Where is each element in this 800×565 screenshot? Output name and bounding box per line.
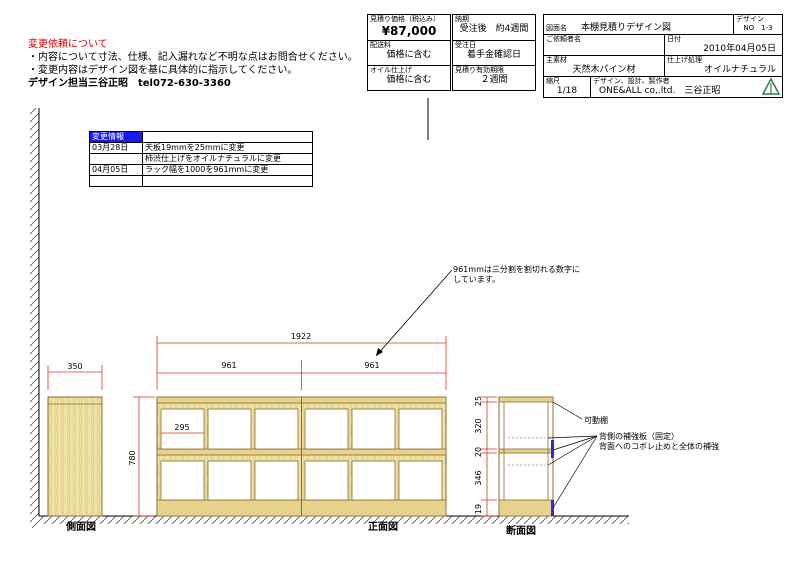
change-log-row: 04月05日ラック幅を1000を961mmに変更 — [89, 164, 313, 176]
delivery-value: 受注後 約4週間 — [459, 24, 529, 34]
annotation-arrowhead — [376, 348, 383, 356]
design-no-label: デザイン — [736, 15, 764, 23]
annotation-line-2: しています。 — [453, 275, 500, 284]
movable-shelf-note: 可動棚 — [584, 416, 608, 425]
change-log-table: 変更情報 03月28日天板19mmを25mmに変更 柿渋仕上げをオイルナチュラル… — [89, 131, 313, 187]
material-value: 天然木パイン材 — [572, 65, 636, 75]
shelf-width-dimension: 295 — [161, 423, 204, 434]
left-half-width-label: 961 — [221, 361, 236, 370]
order-date-label: 受注日 — [455, 41, 476, 49]
company-logo — [760, 77, 782, 97]
section-view-caption: 断面図 — [506, 524, 536, 537]
side-width-label: 350 — [67, 362, 82, 371]
drawing-name: 本棚見積りデザイン図 — [581, 23, 672, 33]
sec-upper-label: 320 — [474, 418, 483, 433]
maker-value: ONE&ALL co,.ltd. 三谷正昭 — [599, 86, 721, 96]
total-width-dimension — [156, 336, 447, 390]
drawing-name-label: 図面名 — [546, 24, 567, 32]
front-view — [156, 396, 447, 517]
side-view-caption: 側面図 — [65, 520, 96, 533]
shipping-label: 配送料 — [370, 41, 391, 49]
annotation-leader — [375, 269, 453, 357]
date-value: 2010年04月05日 — [703, 44, 776, 54]
date-label: 日付 — [667, 35, 681, 43]
validity-value: ２週間 — [480, 75, 508, 85]
validity-label: 見積り有効期限 — [455, 66, 504, 74]
shipping-value: 価格に含む — [386, 50, 432, 60]
shelf-width-label: 295 — [174, 423, 189, 432]
height-dimension: 780 — [128, 396, 155, 517]
back-board-desc: 背面へのコボレ止めと全体の補強 — [599, 442, 719, 451]
wall — [30, 108, 40, 528]
change-log-row: 03月28日天板19mmを25mmに変更 — [89, 142, 313, 154]
scale-label: 縮尺 — [546, 77, 560, 85]
sec-base-label: 19 — [474, 504, 483, 514]
side-width-dimension: 350 — [47, 362, 103, 390]
back-reinforcement-board — [551, 440, 554, 458]
scale-value: 1/18 — [556, 86, 578, 96]
side-view — [47, 396, 103, 517]
right-half-width-label: 961 — [364, 361, 379, 370]
back-board-note: 背側の補強板（固定） 背面へのコボレ止めと全体の補強 — [599, 432, 719, 452]
design-no: NO 1-3 — [743, 24, 773, 32]
notes-title: 変更依頼について — [28, 39, 108, 50]
sec-top-label: 25 — [474, 396, 483, 406]
width-annotation: 961mmは三分割を割切れる数字に しています。 — [453, 265, 580, 285]
material-label: 主素材 — [546, 56, 567, 64]
section-view — [498, 396, 554, 517]
finish-value: オイルナチュラル — [703, 65, 776, 75]
notes-line-1: ・内容について寸法、仕様、記入漏れなど不明な点はお問合せください。 — [28, 52, 358, 63]
finish-label: 仕上げ処理 — [667, 56, 702, 64]
oil-finish-label: オイル仕上げ — [370, 66, 412, 74]
floor — [39, 515, 629, 524]
maker-label: デザイン、設計、製作者 — [593, 77, 670, 85]
annotation-line-1: 961mmは三分割を割切れる数字に — [453, 265, 580, 274]
section-height-dimension — [481, 396, 497, 517]
sec-board-label: 20 — [474, 447, 483, 457]
oil-finish-value: 価格に含む — [386, 75, 432, 85]
price-label: 見積り価格（税込み） — [370, 15, 440, 23]
back-board-title: 背側の補強板（固定） — [599, 432, 679, 441]
sec-lower-label: 346 — [474, 470, 483, 485]
total-width-label: 1922 — [291, 332, 311, 341]
designer-contact: デザイン担当三谷正昭 tel072-630-3360 — [28, 78, 231, 89]
height-label: 780 — [128, 450, 137, 465]
section-leaders — [547, 401, 598, 509]
delivery-label: 納期 — [455, 15, 469, 23]
front-view-caption: 正面図 — [368, 521, 398, 533]
price-value: ¥87,000 — [381, 24, 437, 38]
change-request-notes: 変更依頼について ・内容について寸法、仕様、記入漏れなど不明な点はお問合せくださ… — [28, 38, 358, 90]
order-date-value: 着手金確認日 — [466, 50, 521, 60]
client-label: ご依頼者名 — [546, 35, 581, 43]
price-box: 見積り価格（税込み）¥87,000 配送料価格に含む オイル仕上げ価格に含む — [367, 14, 451, 91]
notes-line-2: ・変更内容はデザイン図を基に具体的に指示してください。 — [28, 65, 298, 76]
